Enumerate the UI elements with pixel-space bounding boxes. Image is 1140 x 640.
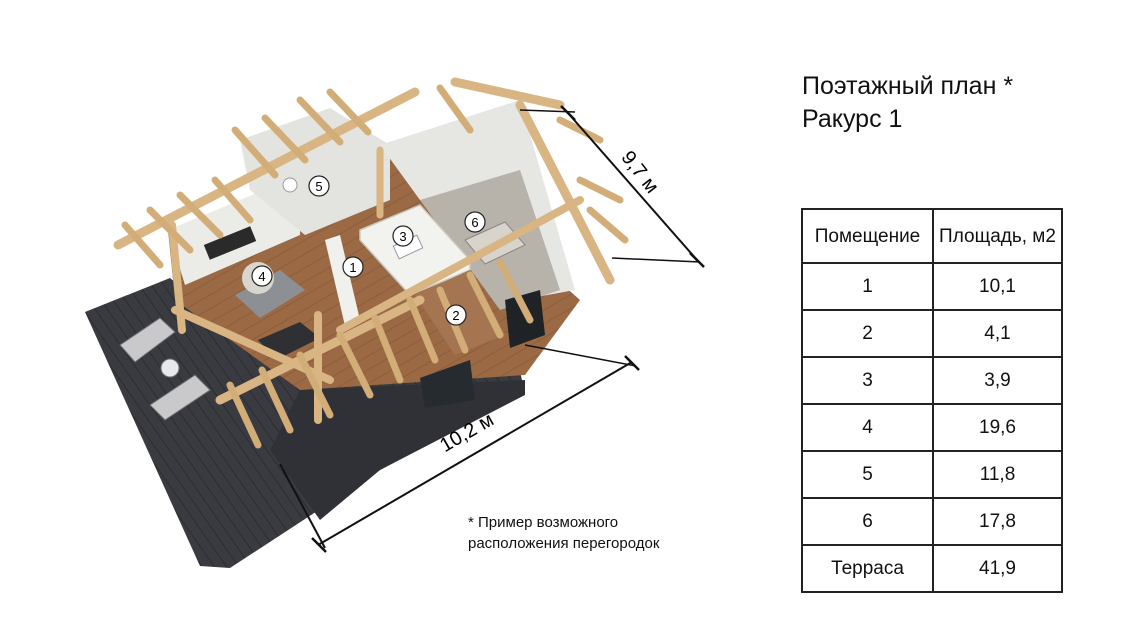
cell-room: 1: [801, 262, 934, 311]
cell-area: 10,1: [932, 262, 1063, 311]
terrace-deck-front: [270, 380, 525, 520]
partition-room1: [325, 235, 360, 326]
room-marker-6: 6: [464, 211, 486, 233]
partition-note-line-2: расположения перегородок: [468, 535, 660, 552]
cell-area: 4,1: [932, 309, 1063, 358]
cell-room: 2: [801, 309, 934, 358]
dimension-depth-label: 9,7 м: [617, 147, 663, 198]
cell-area: 41,9: [932, 544, 1063, 593]
svg-text:4: 4: [258, 269, 265, 284]
header-area: Площадь, м2: [932, 208, 1063, 264]
cell-room: Терраса: [801, 544, 934, 593]
table-header-row: Помещение Площадь, м2: [801, 208, 1063, 264]
cell-room: 5: [801, 450, 934, 499]
room-marker-5: 5: [308, 175, 330, 197]
room-marker-1: 1: [342, 256, 364, 278]
timber-frame: [113, 77, 615, 424]
tv-unit: [203, 226, 257, 260]
cell-area: 19,6: [932, 403, 1063, 452]
svg-text:5: 5: [315, 179, 322, 194]
deck-chair-2: [149, 374, 211, 421]
partition-note: * Пример возможного расположения перегор…: [468, 512, 659, 554]
timber-rafters: [121, 84, 629, 449]
window-panel-front: [420, 360, 475, 408]
cell-room: 3: [801, 356, 934, 405]
back-wall-room5: [240, 108, 390, 235]
svg-text:2: 2: [452, 308, 459, 323]
cell-area: 3,9: [932, 356, 1063, 405]
deck-chair-1: [119, 317, 176, 363]
cell-room: 4: [801, 403, 934, 452]
plan-title: Поэтажный план *: [802, 72, 1014, 100]
window-panel-right: [505, 290, 545, 348]
svg-text:1: 1: [349, 260, 356, 275]
cell-area: 17,8: [932, 497, 1063, 546]
plan-subtitle: Ракурс 1: [802, 105, 903, 133]
room-marker-2: 2: [445, 304, 467, 326]
room-marker-3: 3: [392, 225, 414, 247]
room-marker-4: 4: [251, 265, 273, 287]
dimension-depth: [519, 105, 705, 268]
svg-text:6: 6: [471, 215, 478, 230]
room-markers: 1 2 3 4 5 6: [251, 175, 486, 326]
cell-room: 6: [801, 497, 934, 546]
header-room: Помещение: [801, 208, 934, 264]
bathroom-sink: [282, 177, 298, 193]
deck-table: [160, 358, 180, 378]
dimension-width: [279, 344, 640, 553]
partition-note-line-1: * Пример возможного: [468, 514, 619, 531]
svg-text:3: 3: [399, 229, 406, 244]
sofa: [235, 270, 305, 318]
cell-area: 11,8: [932, 450, 1063, 499]
